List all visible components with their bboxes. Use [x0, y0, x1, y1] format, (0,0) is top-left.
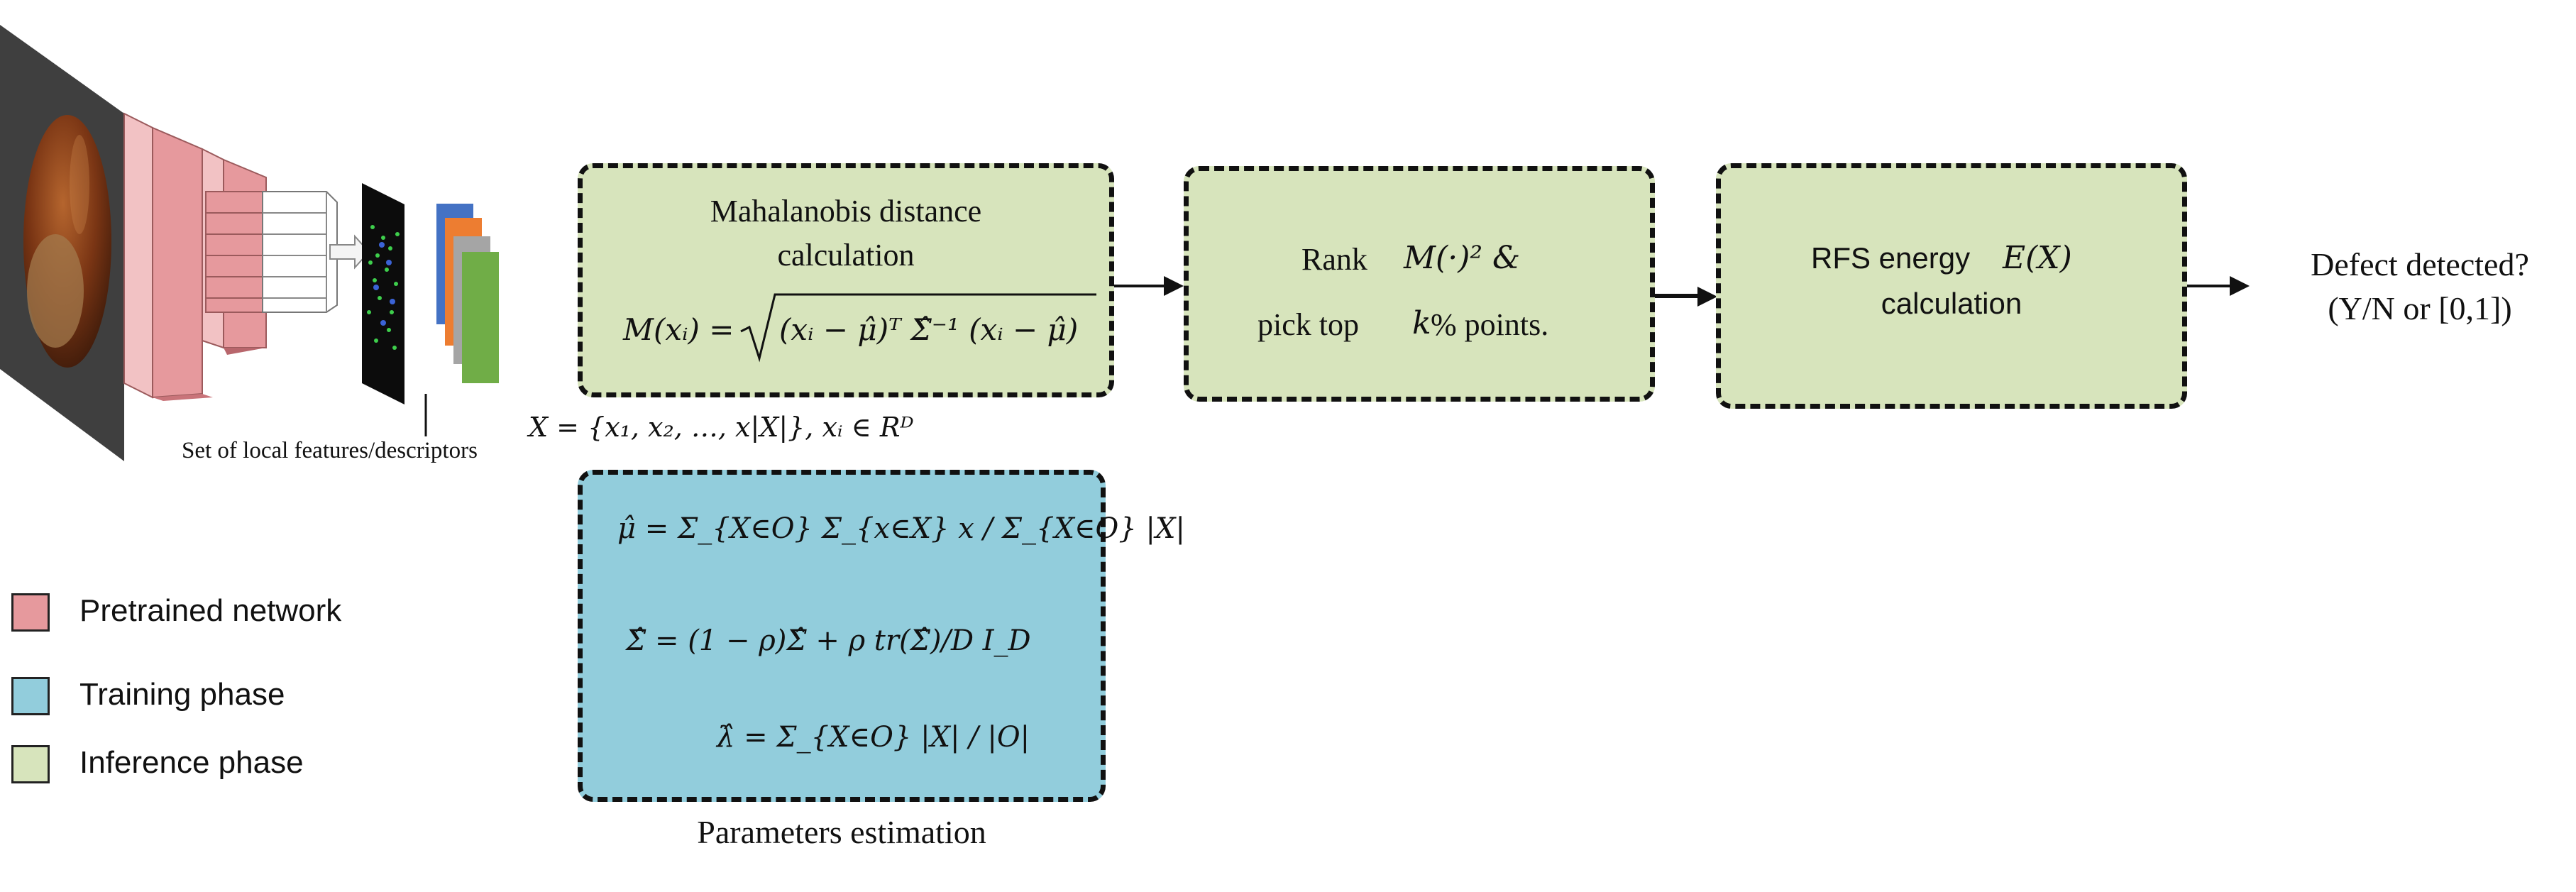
param-eq-sigma: Σ̂ = (1 − ρ)Σ̂ + ρ tr(Σ̂)/D I_D [626, 624, 1031, 657]
legend-label-training: Training phase [79, 677, 285, 712]
conv-layer-4 [262, 191, 338, 313]
mahalanobis-formula-lhs: M(xᵢ) = [623, 312, 734, 347]
mahalanobis-formula-radicand: (xᵢ − μ̂)ᵀ Σ̂⁻¹ (xᵢ − μ̂) [779, 312, 1079, 347]
parameters-estimation-box [578, 470, 1106, 802]
features-caption: Set of local features/descriptors [182, 438, 478, 463]
arrow-rfs-to-output [2187, 276, 2250, 296]
mahalanobis-title-line1: Mahalanobis distance [710, 194, 982, 228]
legend-label-inference: Inference phase [79, 745, 304, 780]
rank-line2-word: pick top [1257, 307, 1359, 342]
parameters-estimation-caption: Parameters estimation [697, 814, 986, 850]
mahalanobis-box [578, 163, 1114, 397]
legend-swatch-pretrained [11, 593, 50, 632]
rank-line1-word: Rank [1301, 242, 1367, 277]
legend-swatch-inference [11, 745, 50, 783]
rank-line2-tail: % points. [1431, 307, 1549, 342]
feature-set-formula: X = {x₁, x₂, …, x|X|}, xᵢ ∈ Rᴰ [529, 412, 914, 443]
rfs-line2: calculation [1881, 287, 2022, 320]
local-descriptor-points [367, 225, 400, 350]
arrow-rank-to-rfs [1655, 287, 1717, 307]
output-line2: (Y/N or [0,1]) [2328, 290, 2512, 326]
mahalanobis-title-line2: calculation [777, 238, 915, 272]
descriptor-card-green [462, 252, 499, 383]
param-eq-mu: μ̂ = Σ_{X∈O} Σ_{x∈X} x / Σ_{X∈O} |X| [617, 512, 1185, 545]
conv-layer-3 [205, 191, 263, 313]
square-root-sign [740, 293, 1096, 363]
rfs-line1-math: E(X) [2003, 240, 2072, 276]
arrow-mahalanobis-to-rank [1114, 276, 1184, 296]
pretrained-network-illustration [0, 25, 499, 461]
rank-line2-math: k [1412, 305, 1431, 341]
output-line1: Defect detected? [2311, 246, 2529, 282]
rank-line1-math: M(·)² & [1404, 240, 1521, 276]
rfs-line1-word: RFS energy [1811, 241, 1971, 275]
conv-layer-1 [123, 112, 213, 401]
rank-box [1184, 166, 1655, 402]
rfs-energy-box [1716, 163, 2187, 409]
feature-map [362, 183, 404, 404]
param-eq-lambda: λ̂ = Σ_{X∈O} |X| / |O| [717, 721, 1030, 754]
legend-swatch-training [11, 677, 50, 715]
legend-label-pretrained: Pretrained network [79, 593, 342, 628]
